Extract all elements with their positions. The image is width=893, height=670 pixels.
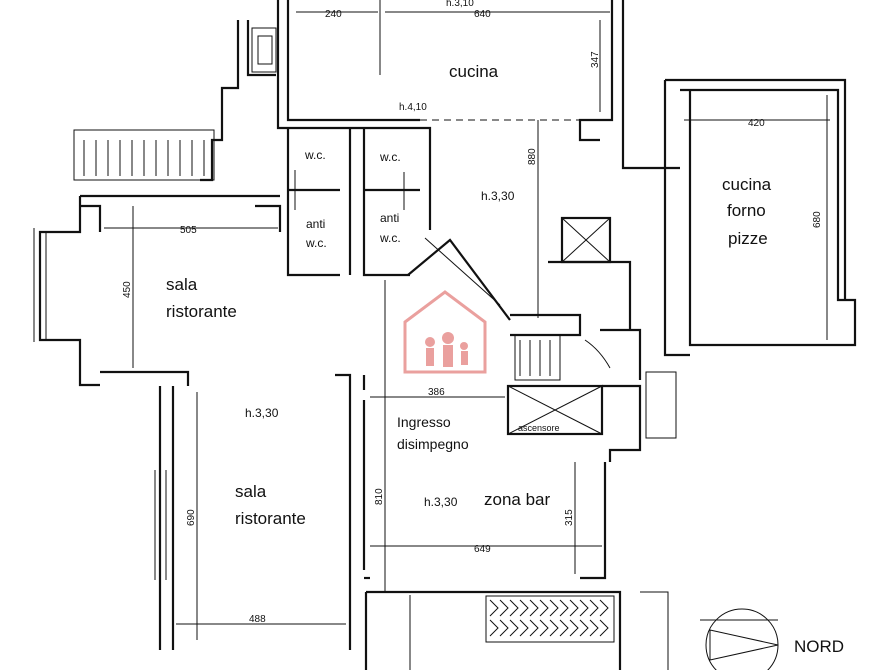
dim-649: 649 [474, 544, 491, 555]
label-ingresso-a: Ingresso [397, 414, 451, 430]
height-kitchen-boundary: h.4,10 [399, 102, 427, 113]
dim-880: 880 [527, 148, 538, 165]
label-anti-1b: w.c. [305, 236, 327, 250]
label-ingresso-b: disimpegno [397, 436, 469, 452]
height-sala: h.3,30 [245, 406, 279, 420]
label-sala-1b: ristorante [166, 302, 237, 321]
dim-505: 505 [180, 225, 197, 236]
label-cucina-forno-1: cucina [722, 175, 772, 194]
height-top: h.3,10 [446, 0, 474, 9]
label-wc-1: w.c. [304, 148, 326, 162]
label-cucina-forno-2: forno [727, 201, 766, 220]
walls [33, 0, 857, 670]
dim-450: 450 [122, 281, 133, 298]
label-zona-bar: zona bar [484, 490, 550, 509]
watermark-logo [403, 290, 487, 374]
dim-810: 810 [374, 488, 385, 505]
label-sala-1a: sala [166, 275, 198, 294]
dim-315: 315 [564, 509, 575, 526]
label-sala-2b: ristorante [235, 509, 306, 528]
stair-top-left [73, 129, 215, 181]
label-anti-2b: w.c. [379, 231, 401, 245]
dim-386: 386 [428, 387, 445, 398]
height-bar: h.3,30 [424, 495, 458, 509]
north-arrow [705, 608, 779, 670]
dim-347: 347 [590, 51, 601, 68]
label-ascensore: ascensore [518, 423, 560, 433]
dim-640: 640 [474, 9, 491, 20]
dim-240: 240 [325, 9, 342, 20]
label-wc-2: w.c. [379, 150, 401, 164]
label-anti-2a: anti [380, 211, 399, 225]
stair-bottom [485, 595, 615, 643]
dimension-lines [104, 0, 830, 670]
label-cucina: cucina [449, 62, 499, 81]
dim-690: 690 [186, 509, 197, 526]
dim-420: 420 [748, 118, 765, 129]
dim-488: 488 [249, 614, 266, 625]
label-sala-2a: sala [235, 482, 267, 501]
label-anti-1a: anti [306, 217, 325, 231]
label-nord: NORD [794, 637, 844, 656]
dim-680: 680 [812, 211, 823, 228]
height-center: h.3,30 [481, 189, 515, 203]
label-cucina-forno-3: pizze [728, 229, 768, 248]
